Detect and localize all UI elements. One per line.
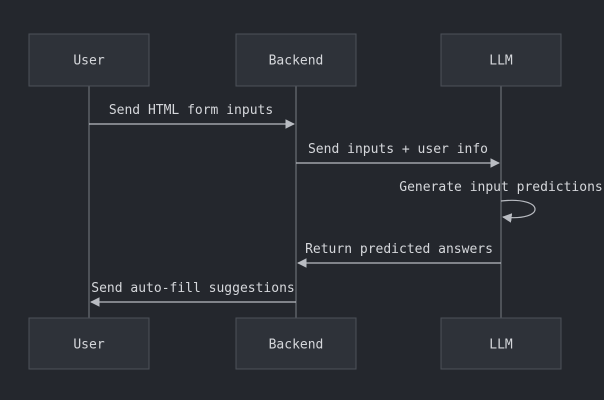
actor-backend-top-label: Backend	[269, 54, 324, 69]
message-3-arrow	[500, 199, 536, 223]
message-5: Send auto-fill suggestions	[90, 281, 296, 307]
message-3-label: Generate input predictions	[399, 180, 603, 195]
actor-user-top-label: User	[73, 54, 104, 69]
message-2: Send inputs + user info	[296, 142, 500, 168]
message-3: Generate input predictions	[399, 180, 603, 223]
actor-user-bottom: User	[28, 317, 150, 370]
actor-llm-top-label: LLM	[489, 54, 513, 69]
actor-user-top: User	[28, 33, 150, 87]
actor-backend-top: Backend	[235, 33, 357, 87]
actor-user-bottom-label: User	[73, 338, 104, 353]
message-5-label: Send auto-fill suggestions	[91, 281, 295, 296]
message-1-label: Send HTML form inputs	[109, 103, 273, 118]
message-2-label: Send inputs + user info	[308, 142, 488, 157]
message-4-label: Return predicted answers	[305, 242, 493, 257]
actor-backend-bottom-label: Backend	[269, 338, 324, 353]
message-4: Return predicted answers	[297, 242, 501, 268]
actor-backend-bottom: Backend	[235, 317, 357, 370]
actor-llm-bottom: LLM	[440, 317, 562, 370]
actor-llm-bottom-label: LLM	[489, 338, 513, 353]
actor-llm-top: LLM	[440, 33, 562, 87]
message-1: Send HTML form inputs	[89, 103, 295, 129]
